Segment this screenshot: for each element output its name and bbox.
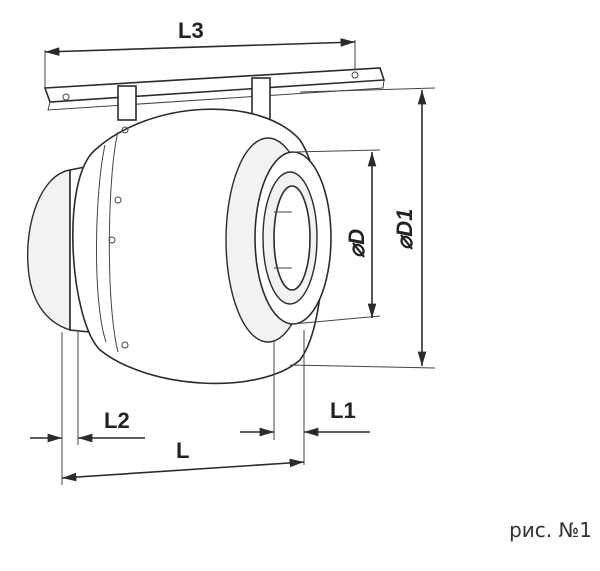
label-l1: L1 — [330, 398, 356, 423]
dimension-l: L — [61, 438, 305, 482]
label-l2: L2 — [104, 408, 130, 433]
front-spigot — [225, 137, 332, 343]
dimension-l3: L3 — [44, 18, 356, 88]
dimension-d1: ⌀D1 — [289, 87, 436, 369]
label-d: ⌀D — [344, 229, 369, 258]
dimension-d: ⌀D — [292, 149, 381, 325]
label-l3: L3 — [178, 18, 204, 43]
label-l: L — [176, 438, 189, 463]
dimension-l1: L1 — [240, 330, 370, 465]
dimension-l2: L2 — [30, 332, 145, 485]
label-d1: ⌀D1 — [392, 209, 417, 250]
figure-caption: рис. №1 — [509, 518, 592, 542]
